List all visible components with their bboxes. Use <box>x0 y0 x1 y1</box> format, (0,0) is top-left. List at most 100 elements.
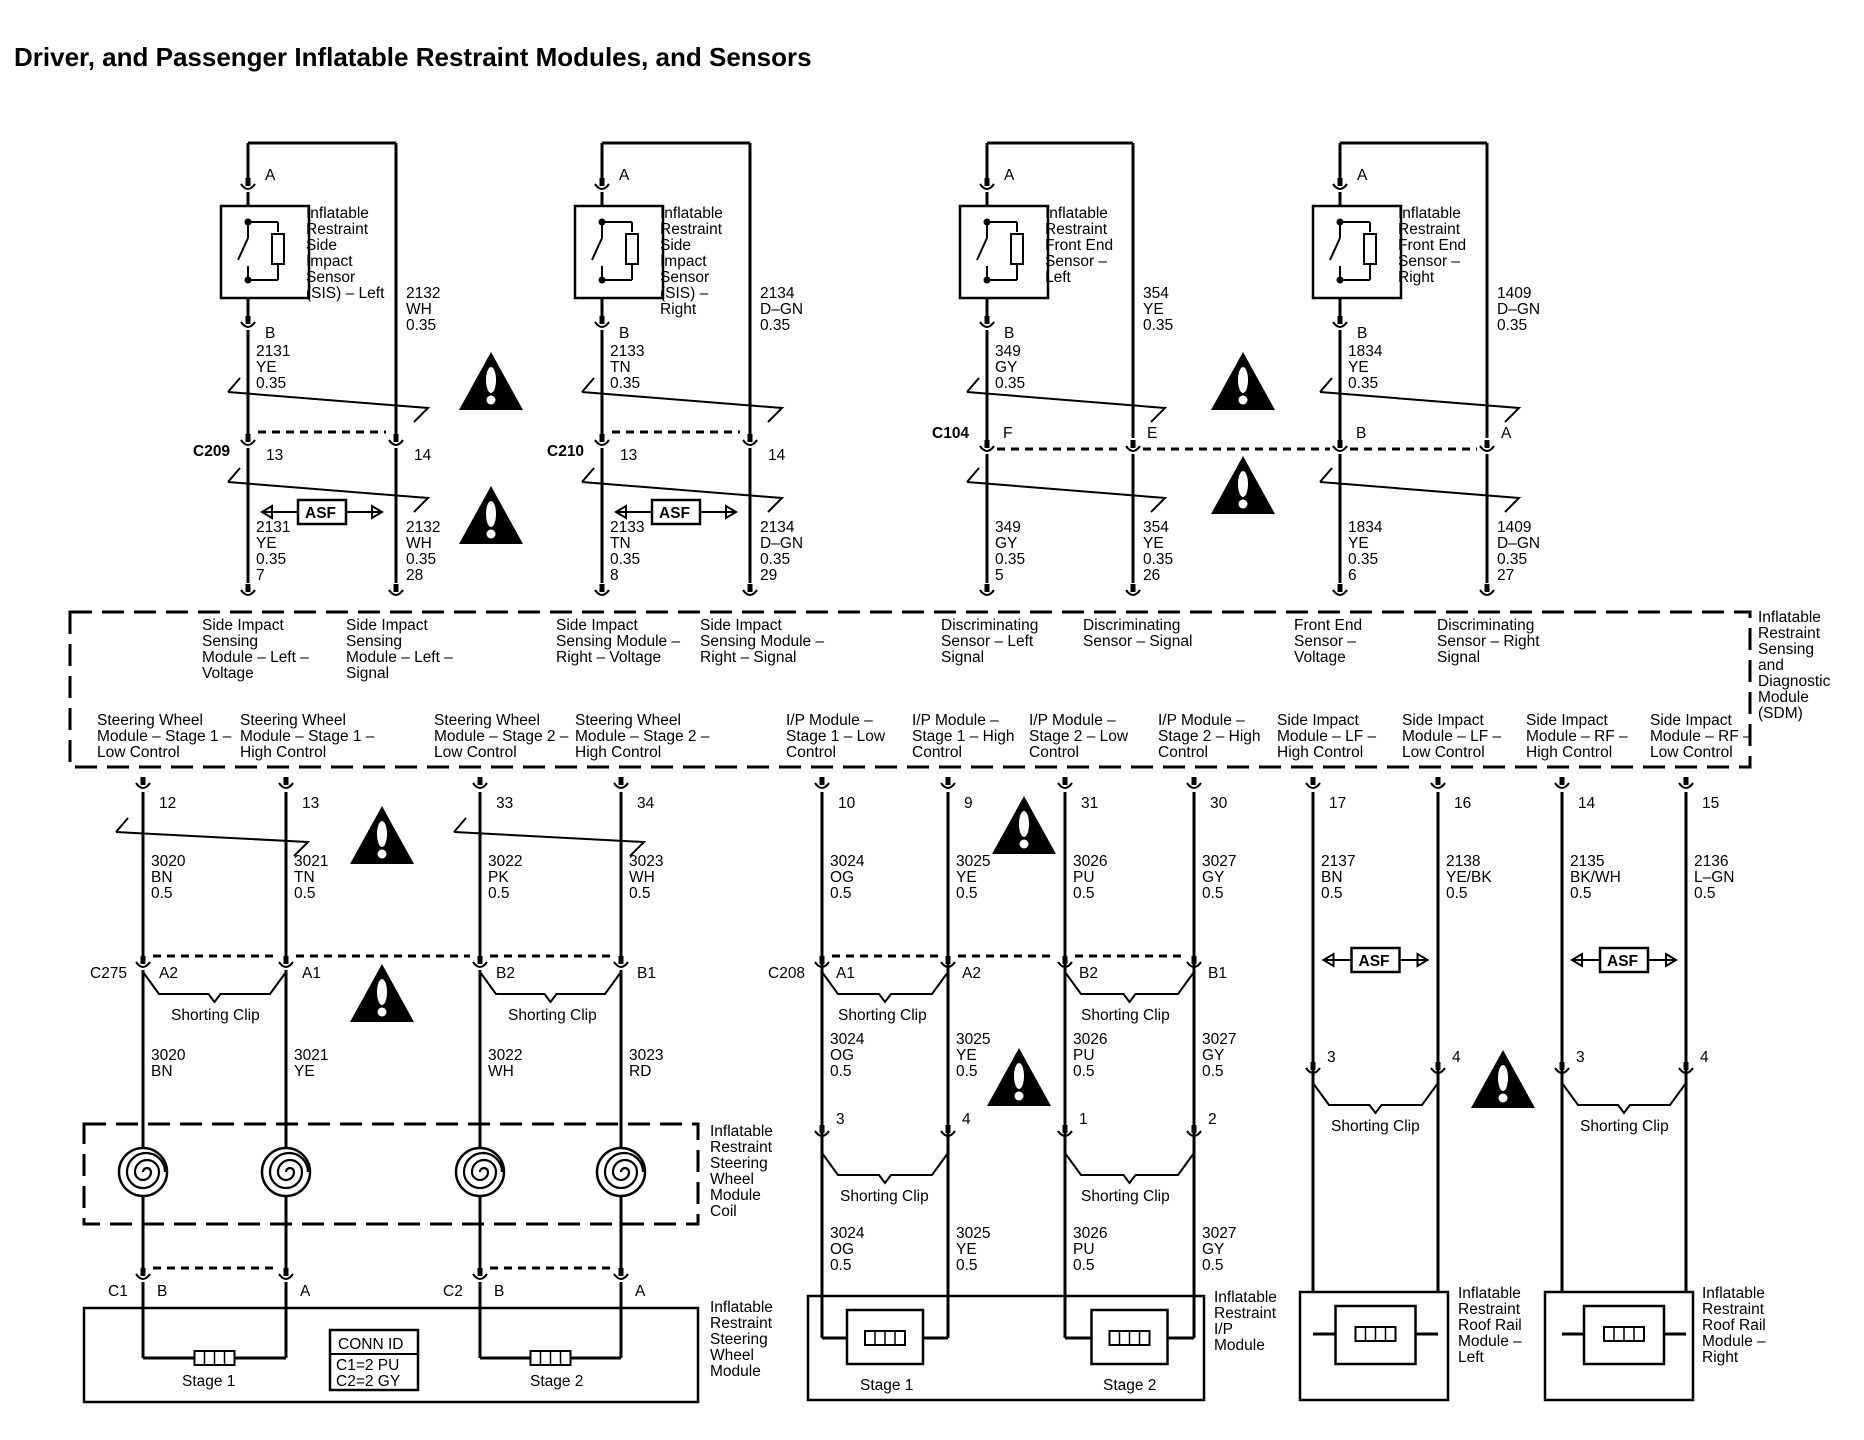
sensor-pin-b: B <box>1357 325 1367 342</box>
asf-arrow: ASF <box>1570 946 1678 974</box>
connector-pin <box>1191 1125 1197 1133</box>
sensor-name: Right <box>1398 269 1435 286</box>
connector-name: C209 <box>193 443 230 460</box>
sdm-pin-label: Sensor – Signal <box>1083 633 1192 650</box>
clockspring-coil-icon <box>117 1146 169 1198</box>
conn-id-value: C1=2 PU <box>336 1357 399 1374</box>
connector-pin-label: 3 <box>1327 1049 1336 1066</box>
sensor-name: Left <box>1045 269 1072 286</box>
sensor-resistor <box>1363 233 1377 265</box>
wire-label: 3025 <box>956 1031 990 1048</box>
connector-pin <box>1559 1062 1565 1070</box>
connector-pin-label: A1 <box>836 965 855 982</box>
warning-triangle-icon <box>350 964 414 1022</box>
connector-terminal <box>613 1273 629 1280</box>
sdm-output-label: I/P Module – <box>912 712 999 729</box>
sdm-name: Restraint <box>1758 625 1821 642</box>
asf-arrow: ASF <box>260 498 384 526</box>
wire-label: YE <box>256 359 277 376</box>
wire-label: TN <box>610 535 631 552</box>
module-name: Steering <box>710 1331 768 1348</box>
wire-label: L–GN <box>1694 869 1735 886</box>
sdm-output-label: Module – Stage 1 – <box>97 728 232 745</box>
connector-pin <box>1191 956 1197 964</box>
wire-label: 2131 <box>256 519 290 536</box>
sdm-pin-label: Side Impact <box>346 617 429 634</box>
asf-arrowhead <box>725 504 738 520</box>
connector-pin-label: 14 <box>768 447 786 464</box>
wire-label: 3021 <box>294 1047 328 1064</box>
wire-label: 354 <box>1143 285 1169 302</box>
shorting-clip-label: Shorting Clip <box>171 1007 260 1024</box>
wire-label: D–GN <box>760 301 803 318</box>
sdm-output-label: Stage 2 – Low <box>1029 728 1129 745</box>
sdm-output-pin: 14 <box>1578 795 1596 812</box>
sensor-switch <box>976 237 988 261</box>
warning-triangle-icon <box>987 1048 1051 1106</box>
sensor-name: Sensor <box>660 269 709 286</box>
sdm-output-pin: 12 <box>159 795 176 812</box>
coil-name: Steering <box>710 1155 768 1172</box>
connector-pin-label: 4 <box>1452 1049 1461 1066</box>
connector-pin-label: 4 <box>1700 1049 1709 1066</box>
sdm-output-label: Steering Wheel <box>575 712 681 729</box>
sdm-name: and <box>1758 657 1784 674</box>
wire-label: 0.35 <box>760 317 790 334</box>
wire-label: 8 <box>610 567 619 584</box>
sensor-name: Front End <box>1045 237 1113 254</box>
connector-pin-label: B2 <box>1079 965 1098 982</box>
connector-terminal <box>742 589 758 596</box>
connector-terminal <box>240 183 256 190</box>
sdm-pin-label: Side Impact <box>700 617 783 634</box>
connector-terminal <box>1678 782 1694 789</box>
module-name: Wheel <box>710 1347 754 1364</box>
wire-label: 354 <box>1143 519 1169 536</box>
module-name: Restraint <box>1458 1301 1521 1318</box>
coil-name: Coil <box>710 1203 737 1220</box>
connector-terminal <box>1057 1130 1073 1137</box>
sdm-pin-label: Side Impact <box>556 617 639 634</box>
connector-pin-label: 13 <box>620 447 637 464</box>
wire-label: 2136 <box>1694 853 1728 870</box>
wire-label: 0.5 <box>294 885 316 902</box>
sdm-output-label: Module – Stage 1 – <box>240 728 375 745</box>
sensor-name: Inflatable <box>660 205 723 222</box>
module-name: Restraint <box>710 1315 773 1332</box>
shorting-clip-label: Shorting Clip <box>508 1007 597 1024</box>
sdm-output-pin: 33 <box>496 795 513 812</box>
connector-terminal <box>1125 589 1141 596</box>
connector-name: C2 <box>443 1283 463 1300</box>
sdm-output-label: Stage 1 – Low <box>786 728 886 745</box>
shorting-clip-label: Shorting Clip <box>840 1188 929 1205</box>
sensor-name: Side <box>306 237 337 254</box>
module-name: Roof Rail <box>1702 1317 1766 1334</box>
sdm-name: Diagnostic <box>1758 673 1831 690</box>
twisted-pair-marker <box>1319 467 1522 513</box>
sdm-name: Inflatable <box>1758 609 1821 626</box>
sdm-output-label: Side Impact <box>1277 712 1360 729</box>
sdm-pin-label: Voltage <box>202 665 254 682</box>
connector-name: C208 <box>768 965 805 982</box>
connector-pin <box>1191 777 1197 785</box>
module-name: Inflatable <box>1214 1289 1277 1306</box>
sdm-output-label: High Control <box>1277 744 1363 761</box>
wire-label: WH <box>406 301 432 318</box>
wire-label: YE <box>956 1047 977 1064</box>
wire-label: 0.5 <box>1446 885 1468 902</box>
wire-label: 0.35 <box>995 551 1025 568</box>
wire-label: TN <box>610 359 631 376</box>
sensor-name: Front End <box>1398 237 1466 254</box>
module-name: Module <box>710 1363 761 1380</box>
shorting-clip <box>1064 1152 1195 1185</box>
sensor-switch <box>237 237 249 261</box>
sdm-pin-label: Front End <box>1294 617 1362 634</box>
sensor-box <box>1311 204 1403 300</box>
sensor-name: Inflatable <box>306 205 369 222</box>
connector-terminal <box>135 782 151 789</box>
connector-pin <box>393 434 399 442</box>
module-name: Module <box>1214 1337 1265 1354</box>
diagram-title: Driver, and Passenger Inflatable Restrai… <box>14 42 812 72</box>
